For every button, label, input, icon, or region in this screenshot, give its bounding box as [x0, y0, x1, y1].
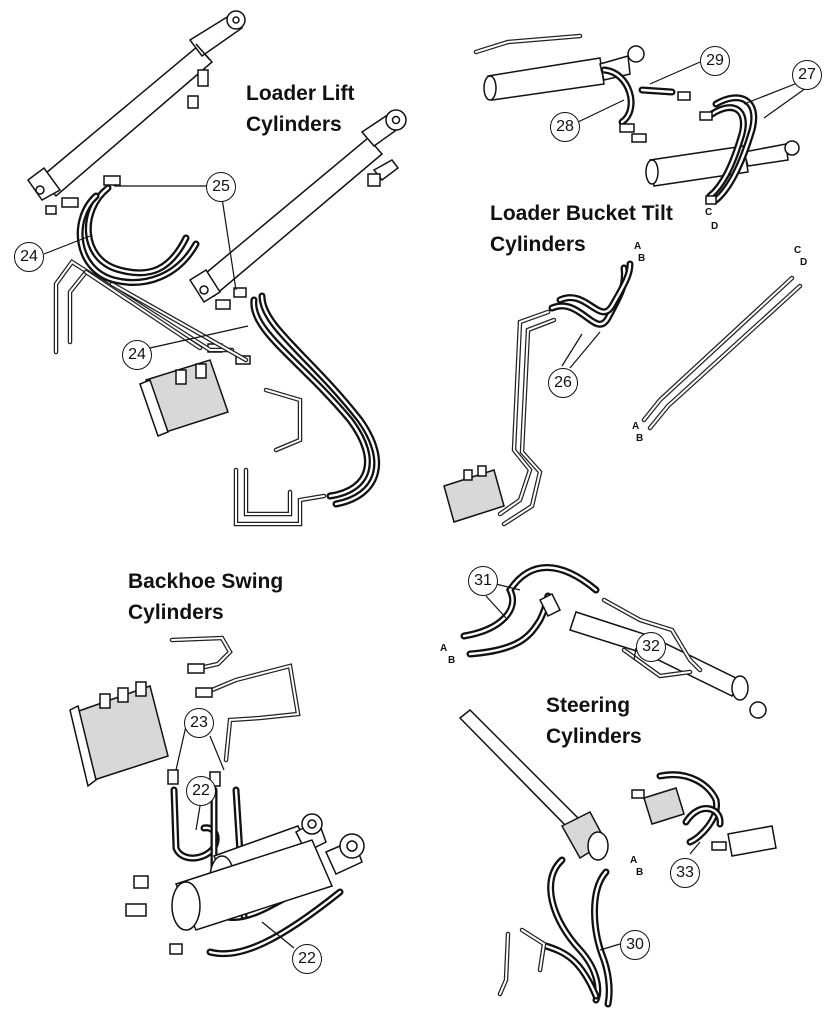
loader-lift-assembly: [26, 10, 407, 527]
callout-30: 30: [620, 930, 650, 960]
swing-cylinder-lower: [171, 833, 365, 931]
leader-23-a: [175, 725, 187, 771]
port-label-c-top: C: [705, 207, 713, 218]
callout-25: 25: [206, 172, 236, 202]
leader-26-b: [569, 331, 601, 369]
bucket-tilt-title-line2: Cylinders: [490, 233, 586, 256]
callout-24-mid: 24: [122, 340, 152, 370]
swing-control-valve: [69, 681, 169, 788]
leader-33: [689, 841, 701, 855]
callout-26: 26: [548, 368, 578, 398]
port-label-b-steer-bottom: B: [636, 867, 644, 878]
backhoe-swing-title-line2: Cylinders: [128, 601, 224, 624]
port-label-a-steer-bottom: A: [630, 855, 638, 866]
leader-32: [633, 647, 637, 661]
port-label-b-steer: B: [448, 655, 456, 666]
tilt-right-tube: [641, 275, 803, 431]
swing-steel-lines: [169, 635, 301, 763]
lift-frame-bracket: [53, 258, 249, 363]
loader-lift-title-line2: Cylinders: [246, 113, 342, 136]
steering-title-line1: Steering: [546, 694, 631, 717]
callout-31: 31: [468, 566, 498, 596]
callout-22-lower: 22: [292, 944, 322, 974]
lift-control-valve: [139, 359, 229, 437]
leader-24a: [43, 235, 91, 255]
leader-22b: [261, 921, 295, 949]
tilt-cylinder-upper: [483, 45, 645, 101]
steering-hoses-30: [542, 856, 613, 1008]
steering-title: Steering Cylinders: [546, 690, 642, 752]
backhoe-swing-assembly: [69, 635, 365, 958]
leader-31-b: [485, 595, 507, 619]
port-label-d-right: D: [800, 257, 808, 268]
bucket-tilt-title-line1: Loader Bucket Tilt: [490, 202, 673, 225]
port-label-b-bottom: B: [636, 433, 644, 444]
port-label-a-bottom: A: [632, 421, 640, 432]
leader-25-b: [221, 197, 237, 291]
tilt-hoses-upper: [600, 66, 758, 204]
callout-33: 33: [670, 858, 700, 888]
callout-23: 23: [184, 708, 214, 738]
tilt-steel-lines-mid: [497, 309, 557, 527]
backhoe-swing-title: Backhoe Swing Cylinders: [128, 566, 283, 628]
steering-valve-33: [631, 771, 777, 857]
bucket-tilt-assembly: [443, 33, 807, 527]
callout-22-upper: 22: [186, 776, 216, 806]
bucket-tilt-title: Loader Bucket Tilt Cylinders: [490, 198, 673, 260]
callout-28: 28: [550, 112, 580, 142]
backhoe-swing-title-line1: Backhoe Swing: [128, 570, 284, 593]
tilt-upper-tube: [473, 33, 583, 55]
leader-29: [649, 61, 701, 85]
leader-26-a: [561, 333, 583, 367]
steering-tube-32: [601, 597, 703, 679]
leader-22a: [195, 805, 201, 831]
steering-bottom-bracket: [497, 927, 547, 997]
leader-30: [599, 943, 621, 951]
steering-long-cylinder: [458, 708, 609, 861]
port-label-d-top: D: [711, 221, 719, 232]
leader-27-b: [763, 87, 807, 119]
callout-24-left: 24: [14, 242, 44, 272]
tilt-control-valve: [443, 465, 505, 523]
port-label-a-steer: A: [440, 643, 448, 654]
port-label-c-right: C: [794, 245, 802, 256]
leader-24b: [149, 325, 249, 349]
tilt-fittings: [619, 91, 717, 205]
callout-29: 29: [700, 46, 730, 76]
steering-assembly: [458, 564, 777, 1008]
leader-28: [577, 99, 625, 123]
lift-cylinder-lower: [188, 109, 407, 304]
steering-title-line2: Cylinders: [546, 725, 642, 748]
lift-hose-24-long: [250, 292, 380, 508]
tilt-cylinder-lower: [645, 140, 800, 187]
port-label-b-mid: B: [638, 253, 646, 264]
leader-27-a: [743, 81, 801, 105]
callout-32: 32: [636, 632, 666, 662]
lift-hose-24-left: [76, 184, 200, 286]
port-label-a-mid: A: [634, 241, 642, 252]
leader-23-b: [209, 735, 225, 771]
loader-lift-title-line1: Loader Lift: [246, 82, 355, 105]
leader-31-a: [495, 583, 521, 591]
lift-cylinder-upper: [26, 10, 246, 201]
loader-lift-title: Loader Lift Cylinders: [246, 78, 355, 140]
lift-steel-lines: [233, 387, 327, 527]
tilt-hoses-26: [548, 260, 634, 328]
callout-27: 27: [792, 60, 822, 90]
